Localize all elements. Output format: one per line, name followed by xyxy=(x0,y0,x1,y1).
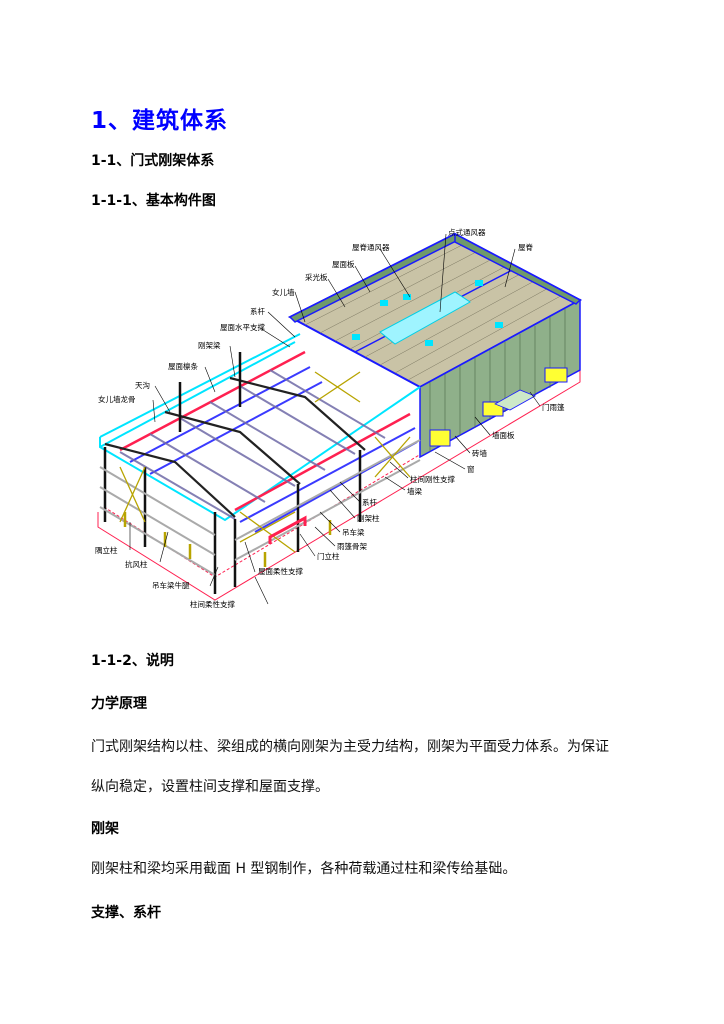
label-roof-horizontal-bracing: 屋面水平支撑 xyxy=(220,322,265,332)
label-gutter: 天沟 xyxy=(135,380,150,390)
label-skylight-panel: 采光板 xyxy=(305,272,328,282)
label-frame-column: 刚架柱 xyxy=(357,513,380,523)
label-column-flexible-bracing: 柱间柔性支撑 xyxy=(190,599,235,609)
label-tie-rod-top: 系杆 xyxy=(250,306,265,316)
label-crane-bracket: 吊车梁牛腿 xyxy=(152,580,190,590)
page-title: 1、建筑体系 xyxy=(91,108,229,134)
label-wall-panel: 墙面板 xyxy=(492,430,515,440)
heading-rigid-frame: 刚架 xyxy=(91,821,119,837)
label-wind-column: 抗风柱 xyxy=(125,559,148,569)
label-ridge-ventilator: 屋脊通风器 xyxy=(352,242,390,252)
label-parapet: 女儿墙 xyxy=(272,287,295,297)
heading-bracing-tie-rods: 支撑、系杆 xyxy=(91,905,161,921)
label-point-ventilator: 点式通风器 xyxy=(448,227,486,237)
label-crane-beam: 吊车梁 xyxy=(342,527,365,537)
label-ridge: 屋脊 xyxy=(518,242,533,252)
label-parapet-keel: 女儿墙龙骨 xyxy=(98,394,136,404)
paragraph-rigid-frame: 刚架柱和梁均采用截面 H 型钢制作，各种荷载通过柱和梁传给基础。 xyxy=(91,861,517,877)
label-column-rigid-bracing: 柱间刚性支撑 xyxy=(410,474,455,484)
door-canopy xyxy=(494,389,536,411)
label-door-canopy: 门雨篷 xyxy=(542,402,565,412)
label-tie-rod: 系杆 xyxy=(362,497,377,507)
label-door-post: 门立柱 xyxy=(317,551,340,561)
label-corner-post: 隅立柱 xyxy=(95,545,118,555)
label-roof-purlin: 屋面檩条 xyxy=(168,361,198,371)
ridge-ventilator xyxy=(379,291,471,345)
label-brick-wall: 砖墙 xyxy=(472,448,487,458)
paragraph-mechanics-line-2: 纵向稳定，设置柱间支撑和屋面支撑。 xyxy=(91,779,329,795)
steel-frame-diagram: 点式通风器 屋脊通风器 屋脊 屋面板 采光板 女儿墙 系杆 屋面水平支撑 刚架梁… xyxy=(90,222,590,620)
paragraph-mechanics-line-1: 门式刚架结构以柱、梁组成的横向刚架为主受力结构，刚架为平面受力体系。为保证 xyxy=(91,739,609,755)
label-wall-girt: 墙梁 xyxy=(407,486,422,496)
subsection-heading-components: 1-1-1、基本构件图 xyxy=(91,193,216,209)
section-heading: 1-1、门式刚架体系 xyxy=(91,153,215,169)
subsection-heading-notes: 1-1-2、说明 xyxy=(91,653,174,669)
gutter xyxy=(99,333,421,522)
heading-mechanics: 力学原理 xyxy=(91,696,147,712)
label-roof-flexible-bracing: 屋面柔性支撑 xyxy=(258,566,303,576)
label-frame-beam: 刚架梁 xyxy=(198,341,221,350)
canopy-frame xyxy=(268,515,307,544)
label-canopy-frame: 雨篷骨架 xyxy=(337,541,367,551)
label-window: 窗 xyxy=(467,464,475,474)
label-roof-panel: 屋面板 xyxy=(332,259,355,269)
